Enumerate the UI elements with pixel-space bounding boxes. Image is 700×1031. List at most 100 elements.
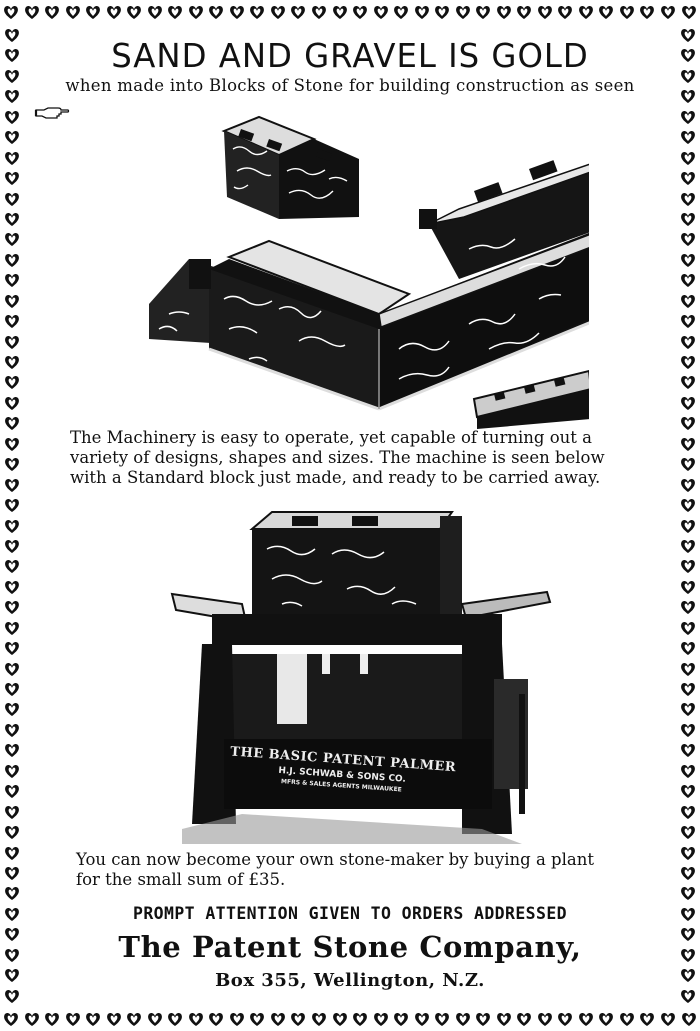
heart-leaf-ornament-icon: [147, 5, 162, 19]
heart-leaf-ornament-icon: [558, 5, 573, 19]
heart-leaf-ornament-icon: [681, 110, 695, 124]
heart-leaf-ornament-icon: [5, 989, 19, 1003]
heart-leaf-ornament-icon: [5, 785, 19, 799]
heart-leaf-ornament-icon: [681, 192, 695, 206]
heart-leaf-ornament-icon: [5, 294, 19, 308]
heart-leaf-ornament-icon: [86, 5, 101, 19]
heart-leaf-ornament-icon: [24, 1012, 39, 1026]
heart-leaf-ornament-icon: [681, 785, 695, 799]
heart-leaf-ornament-icon: [5, 131, 19, 145]
heart-leaf-ornament-icon: [188, 5, 203, 19]
heart-leaf-ornament-icon: [681, 826, 695, 840]
heart-leaf-ornament-icon: [681, 744, 695, 758]
heart-leaf-ornament-icon: [681, 355, 695, 369]
heart-leaf-ornament-icon: [620, 5, 634, 19]
heart-leaf-ornament-icon: [5, 744, 19, 758]
heart-leaf-ornament-icon: [5, 253, 19, 267]
heart-leaf-ornament-icon: [681, 499, 695, 513]
heart-leaf-ornament-icon: [65, 5, 80, 19]
heart-leaf-ornament-icon: [127, 5, 142, 19]
heart-leaf-ornament-icon: [4, 1012, 18, 1026]
heart-leaf-ornament-icon: [681, 682, 695, 696]
heart-leaf-ornament-icon: [681, 866, 695, 880]
heart-leaf-ornament-icon: [5, 28, 19, 42]
heart-leaf-ornament-icon: [127, 1012, 142, 1026]
heart-leaf-ornament-icon: [394, 1012, 409, 1026]
heart-leaf-ornament-icon: [681, 1012, 696, 1026]
heart-leaf-ornament-icon: [681, 151, 695, 165]
heart-leaf-ornament-icon: [168, 1012, 183, 1026]
heart-leaf-ornament-icon: [476, 1012, 491, 1026]
paragraph2-line1: You can now become your own stone-maker …: [76, 850, 594, 869]
heart-leaf-ornament-icon: [681, 5, 696, 19]
heart-leaf-ornament-icon: [681, 764, 695, 778]
heart-leaf-ornament-icon: [270, 5, 285, 19]
heart-leaf-ornament-icon: [5, 723, 19, 737]
heart-leaf-ornament-icon: [414, 5, 429, 19]
heart-leaf-ornament-icon: [5, 682, 19, 696]
heart-leaf-ornament-icon: [5, 172, 19, 186]
heart-leaf-ornament-icon: [661, 1012, 675, 1026]
heart-leaf-ornament-icon: [681, 478, 695, 492]
heart-leaf-ornament-icon: [45, 1012, 59, 1026]
heart-leaf-ornament-icon: [5, 866, 19, 880]
heart-leaf-ornament-icon: [5, 601, 19, 615]
heart-leaf-ornament-icon: [681, 233, 695, 247]
heart-leaf-ornament-icon: [435, 1012, 450, 1026]
heart-leaf-ornament-icon: [681, 49, 695, 63]
heart-leaf-ornament-icon: [147, 1012, 162, 1026]
heart-leaf-ornament-icon: [681, 539, 695, 553]
heart-leaf-ornament-icon: [394, 5, 409, 19]
heart-leaf-ornament-icon: [681, 969, 695, 983]
heart-leaf-ornament-icon: [5, 519, 19, 533]
heart-leaf-ornament-icon: [681, 437, 695, 451]
heart-leaf-ornament-icon: [681, 458, 695, 472]
heart-leaf-ornament-icon: [45, 5, 59, 19]
heart-leaf-ornament-icon: [5, 642, 19, 656]
heart-leaf-ornament-icon: [476, 5, 491, 19]
heart-leaf-ornament-icon: [681, 212, 695, 226]
heart-leaf-ornament-icon: [681, 315, 695, 329]
paragraph1-line1: The Machinery is easy to operate, yet ca…: [70, 428, 592, 447]
heart-leaf-ornament-icon: [106, 1012, 121, 1026]
heart-leaf-ornament-icon: [291, 1012, 306, 1026]
heart-leaf-ornament-icon: [681, 90, 695, 104]
heart-leaf-ornament-icon: [5, 662, 19, 676]
heart-leaf-ornament-icon: [537, 5, 552, 19]
heart-leaf-ornament-icon: [5, 151, 19, 165]
heart-leaf-ornament-icon: [681, 294, 695, 308]
heart-leaf-ornament-icon: [640, 5, 655, 19]
heart-leaf-ornament-icon: [620, 1012, 634, 1026]
heart-leaf-ornament-icon: [681, 69, 695, 83]
heart-leaf-ornament-icon: [106, 5, 121, 19]
heart-leaf-ornament-icon: [681, 417, 695, 431]
heart-leaf-ornament-icon: [5, 580, 19, 594]
heart-leaf-ornament-icon: [4, 5, 18, 19]
heart-leaf-ornament-icon: [5, 376, 19, 390]
heart-leaf-ornament-icon: [5, 969, 19, 983]
heart-leaf-ornament-icon: [681, 887, 695, 901]
heart-leaf-ornament-icon: [681, 274, 695, 288]
heart-leaf-ornament-icon: [681, 948, 695, 962]
ornamental-border-right: [676, 24, 700, 1007]
heart-leaf-ornament-icon: [5, 69, 19, 83]
heart-leaf-ornament-icon: [599, 5, 614, 19]
heart-leaf-ornament-icon: [5, 212, 19, 226]
heart-leaf-ornament-icon: [5, 335, 19, 349]
heart-leaf-ornament-icon: [229, 1012, 244, 1026]
heart-leaf-ornament-icon: [5, 458, 19, 472]
heart-leaf-ornament-icon: [5, 355, 19, 369]
heart-leaf-ornament-icon: [681, 335, 695, 349]
heart-leaf-ornament-icon: [681, 846, 695, 860]
heart-leaf-ornament-icon: [250, 5, 265, 19]
heart-leaf-ornament-icon: [681, 621, 695, 635]
heart-leaf-ornament-icon: [681, 601, 695, 615]
heart-leaf-ornament-icon: [168, 5, 183, 19]
heart-leaf-ornament-icon: [5, 928, 19, 942]
heart-leaf-ornament-icon: [209, 5, 224, 19]
heart-leaf-ornament-icon: [517, 5, 532, 19]
heart-leaf-ornament-icon: [353, 5, 367, 19]
heart-leaf-ornament-icon: [455, 1012, 470, 1026]
paragraph2-line2: for the small sum of £35.: [76, 870, 286, 889]
